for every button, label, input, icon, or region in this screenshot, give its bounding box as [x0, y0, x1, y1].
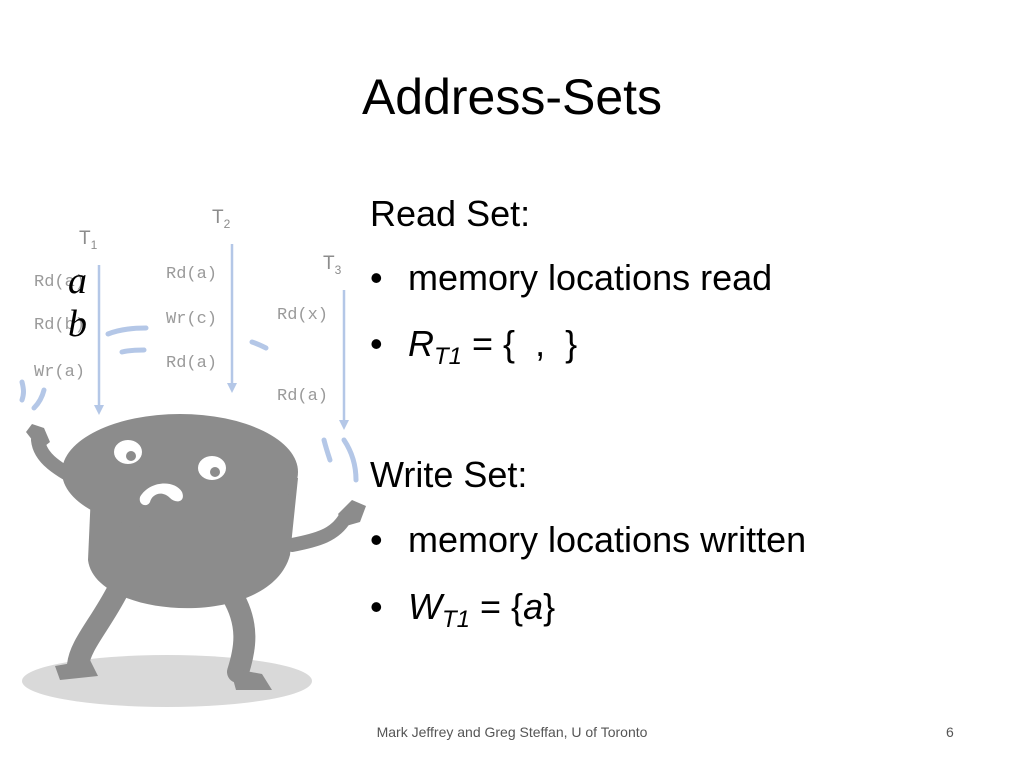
slide-footer: Mark Jeffrey and Greg Steffan, U of Toro… [376, 724, 648, 740]
write-set-formula: •WT1 = {a} [370, 586, 556, 633]
figure-head-top [62, 414, 298, 530]
worried-mouth [139, 483, 183, 506]
bullet-mark: • [370, 586, 383, 627]
juggled-var-b: b [68, 303, 87, 345]
thread-label-t3: T3 [323, 253, 342, 277]
juggled-var-a: a [68, 260, 87, 302]
left-leg [67, 579, 129, 676]
t2-op-1: Rd(a) [166, 265, 218, 284]
write-set-bullet-description: •memory locations written [370, 519, 807, 560]
read-set-heading: Read Set: [370, 193, 531, 234]
figure-shadow [22, 655, 312, 707]
t3-op-1: Rd(x) [277, 306, 329, 325]
bullet-mark: • [370, 257, 383, 298]
t3-op-2: Rd(a) [277, 387, 329, 406]
t1-op-1: Rd(a) [34, 273, 86, 292]
right-leg [221, 584, 256, 683]
bullet-mark: • [370, 519, 383, 560]
t1-op-3: Wr(a) [34, 363, 86, 382]
juggler-illustration [19, 244, 366, 707]
left-hand [26, 424, 50, 450]
bullet-mark: • [370, 323, 383, 364]
thread-label-t1: T1 [79, 228, 98, 252]
thread-label-t2: T2 [212, 207, 231, 231]
write-set-heading: Write Set: [370, 454, 528, 495]
right-arm [285, 511, 352, 552]
t1-op-2: Rd(b) [34, 316, 86, 335]
read-set-formula: •RT1 = { , } [370, 323, 578, 370]
left-foot [55, 660, 98, 680]
right-hand [338, 500, 366, 526]
read-set-bullet-description: •memory locations read [370, 257, 773, 298]
t2-op-3: Rd(a) [166, 354, 218, 373]
t2-op-2: Wr(c) [166, 310, 218, 329]
slide-title: Address-Sets [361, 69, 663, 125]
right-foot [230, 668, 272, 690]
page-number: 6 [946, 724, 954, 740]
juggling-arcs [19, 325, 359, 483]
